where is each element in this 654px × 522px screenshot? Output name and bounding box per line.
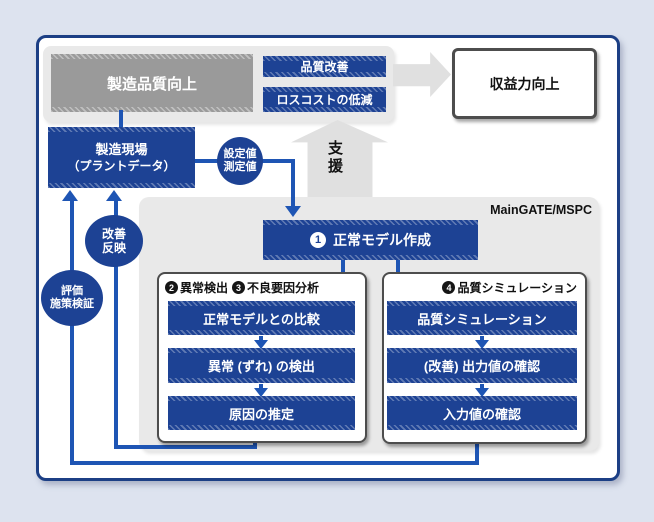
anomaly-arrow1-icon: [254, 340, 268, 349]
eval-line2: 施策検証: [50, 298, 94, 310]
arrowhead-into-step1-icon: [285, 206, 301, 217]
step3-label: 不良要因分析: [247, 281, 320, 295]
setpoint-line1: 設定値: [223, 148, 257, 161]
loss-cost-box: ロスコストの低減: [263, 87, 386, 112]
improve-reflect-circle: 改善 反映: [85, 215, 143, 267]
connector-improve-vertical: [114, 200, 118, 449]
plant-site-line1: 製造現場: [95, 141, 148, 157]
eval-verify-circle: 評価 施策検証: [41, 270, 103, 326]
sim-step-simulate-box: 品質シミュレーション: [387, 301, 577, 335]
step2-label: 異常検出: [180, 281, 229, 295]
setpoint-line2: 測定値: [223, 161, 257, 173]
connector-eval-horizontal: [70, 461, 479, 465]
connector-goal-to-site: [119, 110, 123, 129]
quality-improvement-box: 品質改善: [263, 56, 386, 77]
sim-step-output-box: (改善) 出力値の確認: [387, 348, 577, 383]
step4-number-badge: 4: [442, 281, 456, 294]
support-label: 支援: [326, 140, 343, 176]
anomaly-panel-header: 2 異常検出 3 不良要因分析: [165, 279, 319, 296]
step1-label: 正常モデル作成: [333, 232, 431, 248]
arrowhead-improve-up-icon: [106, 190, 122, 201]
anomaly-arrow2-icon: [254, 388, 268, 397]
simulation-panel-header: 4 品質シミュレーション: [400, 279, 577, 296]
plant-site-box: 製造現場 （プラントデータ）: [48, 127, 195, 188]
sim-arrow2-icon: [475, 388, 489, 397]
plant-site-line2: （プラントデータ）: [67, 159, 176, 174]
anomaly-step-compare-box: 正常モデルとの比較: [168, 301, 355, 335]
profitability-box: 収益力向上: [452, 48, 597, 119]
step2-number-badge: 2: [165, 281, 178, 294]
eval-line1: 評価: [61, 285, 83, 298]
improve-line2: 反映: [101, 241, 126, 255]
sim-arrow1-icon: [475, 340, 489, 349]
sim-step-input-box: 入力値の確認: [387, 396, 577, 430]
maingate-panel-label: MainGATE/MSPC: [490, 203, 592, 217]
step4-label: 品質シミュレーション: [457, 281, 577, 295]
plant-site-text: 製造現場 （プラントデータ）: [67, 141, 175, 175]
step3-number-badge: 3: [232, 281, 246, 294]
step1-number-badge: 1: [310, 232, 326, 248]
anomaly-step-detect-box: 異常 (ずれ) の検出: [168, 348, 355, 383]
improve-line1: 改善: [101, 226, 126, 241]
step1-normal-model-box: 1 正常モデル作成: [263, 220, 478, 260]
setpoint-circle: 設定値 測定値: [217, 137, 263, 185]
anomaly-arrow2-line: [259, 384, 263, 389]
sim-arrow1-line: [480, 336, 484, 341]
anomaly-arrow1-line: [259, 336, 263, 341]
connector-improve-horizontal: [114, 445, 257, 449]
manufacturing-quality-box: 製造品質向上: [51, 54, 253, 112]
anomaly-step-cause-box: 原因の推定: [168, 396, 355, 430]
connector-eval-vertical: [70, 200, 74, 465]
connector-setpoint-down: [291, 159, 295, 207]
connector-input-down: [475, 430, 479, 465]
arrowhead-eval-up-icon: [62, 190, 78, 201]
sim-arrow2-line: [480, 384, 484, 389]
